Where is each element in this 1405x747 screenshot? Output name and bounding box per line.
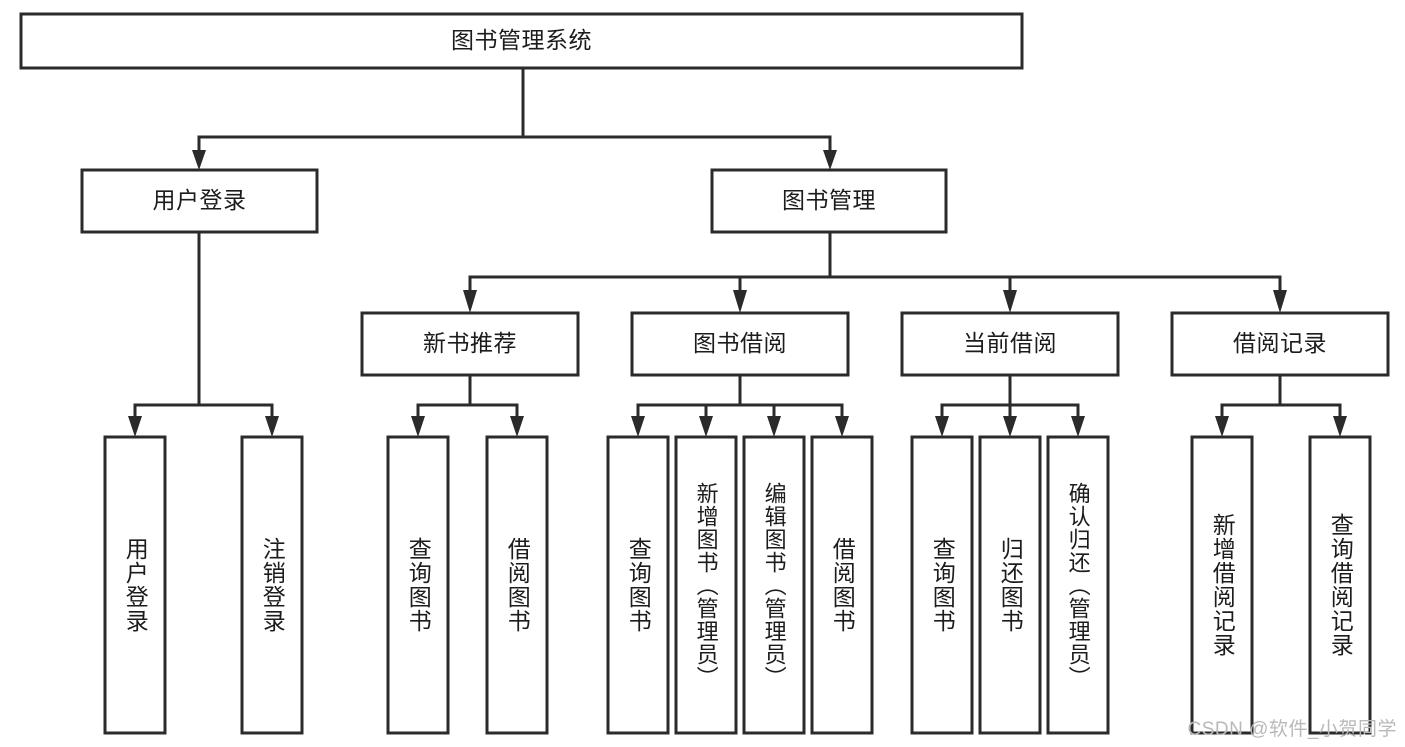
arrow-head-leaf-borrow-book-1 bbox=[510, 416, 524, 437]
arrow-head-leaf-query-book-2 bbox=[631, 416, 645, 437]
arrow-head-leaf-user-login bbox=[128, 416, 142, 437]
node-box-borrow-record[interactable] bbox=[1170, 311, 1390, 377]
node-box-user-login[interactable] bbox=[80, 168, 319, 234]
node-box-leaf-borrow-book-2[interactable] bbox=[810, 435, 874, 735]
node-box-current-borrow[interactable] bbox=[900, 311, 1120, 377]
node-box-book-management[interactable] bbox=[710, 168, 948, 234]
arrow-head-current-borrow bbox=[1003, 290, 1017, 313]
arrow-head-leaf-add-book bbox=[699, 416, 713, 437]
node-box-leaf-add-book[interactable] bbox=[674, 435, 738, 735]
arrow-head-new-book-recommend bbox=[463, 290, 477, 313]
arrow-head-leaf-return-book bbox=[1003, 416, 1017, 437]
node-box-leaf-query-book-3[interactable] bbox=[910, 435, 974, 735]
arrow-head-leaf-borrow-book-2 bbox=[835, 416, 849, 437]
arrow-head-leaf-query-book-1 bbox=[411, 416, 425, 437]
node-box-leaf-logout[interactable] bbox=[240, 435, 304, 735]
node-box-root[interactable] bbox=[19, 12, 1024, 70]
arrow-head-leaf-query-record bbox=[1333, 416, 1347, 437]
node-box-leaf-user-login[interactable] bbox=[103, 435, 167, 735]
node-box-leaf-borrow-book-1[interactable] bbox=[485, 435, 549, 735]
node-box-leaf-query-book-2[interactable] bbox=[606, 435, 670, 735]
node-box-leaf-query-record[interactable] bbox=[1308, 435, 1372, 735]
node-box-leaf-confirm-return[interactable] bbox=[1046, 435, 1110, 735]
arrow-head-borrow-record bbox=[1273, 290, 1287, 313]
arrow-head-leaf-logout bbox=[265, 416, 279, 437]
arrow-head-book-management bbox=[823, 150, 837, 170]
node-box-book-borrow[interactable] bbox=[630, 311, 850, 377]
arrow-head-leaf-add-record bbox=[1215, 416, 1229, 437]
arrow-head-leaf-edit-book bbox=[767, 416, 781, 437]
node-box-leaf-return-book[interactable] bbox=[978, 435, 1042, 735]
arrow-head-leaf-confirm-return bbox=[1071, 416, 1085, 437]
node-box-leaf-add-record[interactable] bbox=[1190, 435, 1254, 735]
arrow-head-leaf-query-book-3 bbox=[935, 416, 949, 437]
node-box-new-book-recommend[interactable] bbox=[360, 311, 580, 377]
arrow-head-user-login bbox=[192, 150, 206, 170]
arrow-head-book-borrow bbox=[733, 290, 747, 313]
node-box-leaf-query-book-1[interactable] bbox=[386, 435, 450, 735]
csdn-watermark: CSDN @软件_小贺同学 bbox=[1187, 719, 1397, 740]
node-box-leaf-edit-book[interactable] bbox=[742, 435, 806, 735]
